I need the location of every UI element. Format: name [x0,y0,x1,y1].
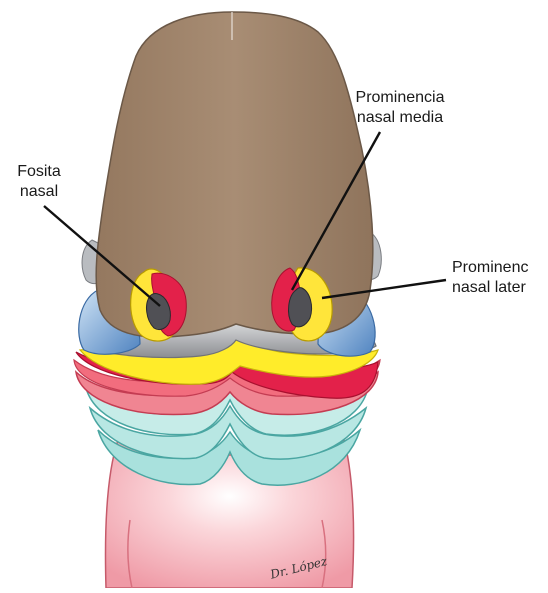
label-prominencia-nasal-media: Prominencia nasal media [330,88,470,128]
label-media-line1: Prominencia [330,88,470,108]
label-prominencia-nasal-lateral: Prominenc nasal later [452,258,528,298]
label-media-line2: nasal media [330,108,470,128]
label-fosita-nasal: Fosita nasal [4,162,74,202]
label-lateral-line2: nasal later [452,278,528,298]
label-fosita-line1: Fosita [4,162,74,182]
label-lateral-line1: Prominenc [452,258,528,278]
label-fosita-line2: nasal [4,182,74,202]
